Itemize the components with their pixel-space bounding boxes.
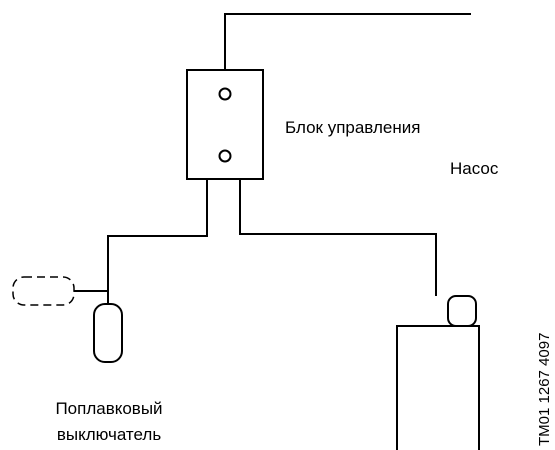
pump-label: Насос (450, 159, 499, 178)
pump-cable-entry (447, 295, 477, 327)
float-switch-label-line2: выключатель (57, 425, 162, 444)
float-switch-cable (107, 179, 208, 304)
pump (396, 295, 480, 450)
pump-body (396, 325, 480, 450)
control-unit-label: Блок управления (285, 118, 420, 137)
control-unit-box (186, 69, 264, 180)
control-unit (186, 69, 264, 180)
pump-cable (239, 179, 437, 296)
mains-cable (224, 13, 471, 70)
float-switch (93, 303, 123, 363)
control-unit-terminal-bottom (218, 149, 232, 163)
control-unit-terminal-top (218, 87, 232, 101)
float-switch-label-line1: Поплавковый (55, 399, 162, 418)
optional-float-switch (12, 276, 75, 306)
figure-code: TM01 1267 4097 (536, 333, 553, 446)
